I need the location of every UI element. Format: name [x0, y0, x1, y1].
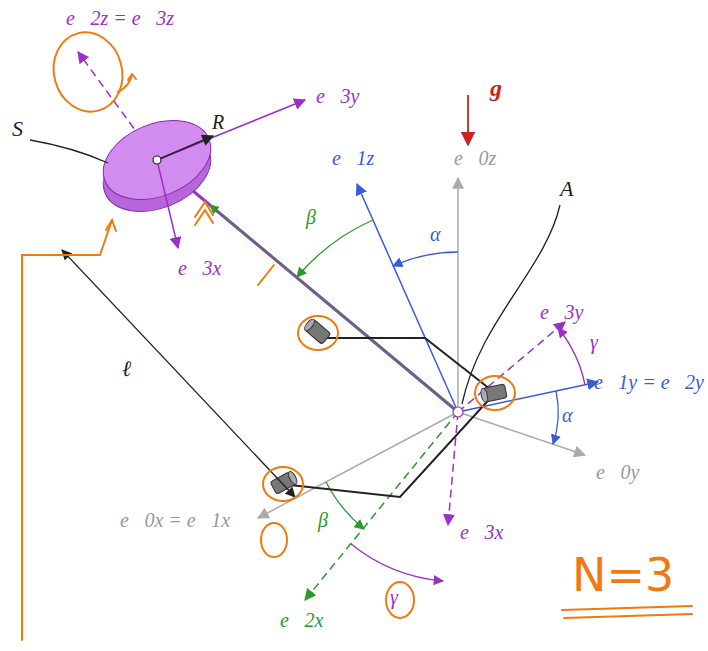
handwritten-note: N=3 [572, 548, 674, 603]
frame3-axes [448, 322, 565, 525]
axis-label: e⃗1y = e⃗2y [594, 370, 704, 394]
angle-label: α [562, 403, 573, 427]
disk-center [153, 156, 161, 164]
axis-label: e⃗0z [454, 146, 496, 170]
axis-label: e⃗2x [280, 608, 323, 632]
gimbal-frame [290, 338, 495, 497]
rotor-axis-rod [162, 165, 458, 412]
axis-label: e⃗2z = e⃗3z [66, 6, 174, 30]
axis-label: e⃗3y [316, 84, 359, 108]
frame2-x-axis [305, 412, 458, 600]
axis-label: e⃗3x [178, 256, 221, 280]
handwritten-marks [22, 25, 692, 640]
angle-label: α [430, 222, 441, 246]
point-label: A [560, 176, 573, 202]
gravity-arrow [467, 95, 469, 145]
radius-label: R [212, 110, 224, 134]
rotor-axis-rod-green [210, 205, 458, 412]
leader-line-s [30, 140, 108, 163]
angle-label: γ [390, 585, 398, 609]
angle-arcs [297, 220, 585, 581]
angle-label: β [318, 508, 328, 532]
disk-axes [157, 100, 305, 248]
length-label: ℓ [122, 356, 131, 382]
axis-label: e⃗3y [540, 300, 583, 324]
angle-label: β [306, 205, 316, 229]
axis-label: e⃗0y [596, 460, 639, 484]
frame1-axes [357, 184, 598, 412]
axis-label: e⃗3x [460, 520, 503, 544]
angle-label: γ [590, 330, 598, 354]
length-dimension [62, 250, 295, 497]
rotor-disk [92, 106, 223, 227]
point-label: S [12, 116, 23, 142]
pivot-point [453, 407, 463, 417]
axis-label: e⃗0x = e⃗1x [120, 508, 230, 532]
gravity-label: g [490, 74, 502, 103]
base-frame-axes [258, 178, 585, 518]
axis-label: e⃗1z [332, 146, 374, 170]
gimbal-motors [270, 318, 507, 495]
